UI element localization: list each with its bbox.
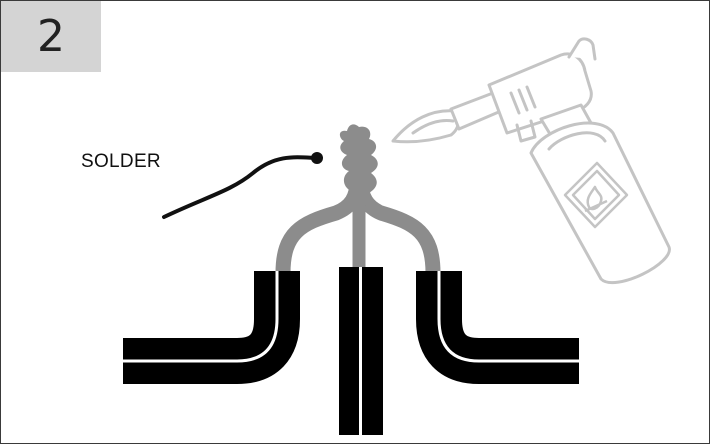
solder-wire [162,155,318,219]
right-insulated-wire [416,271,579,384]
blowtorch-icon [391,37,671,285]
solder-joint [339,124,378,207]
step-number: 2 [37,10,65,62]
center-insulated-wire [339,267,383,435]
left-conductor [275,173,365,281]
right-conductor [353,173,441,281]
solder-label: SOLDER [81,151,161,172]
step-badge: 2 [1,1,101,72]
left-insulated-wire [123,271,300,384]
flammable-hazard-icon [563,161,629,229]
solder-tip [311,152,323,164]
